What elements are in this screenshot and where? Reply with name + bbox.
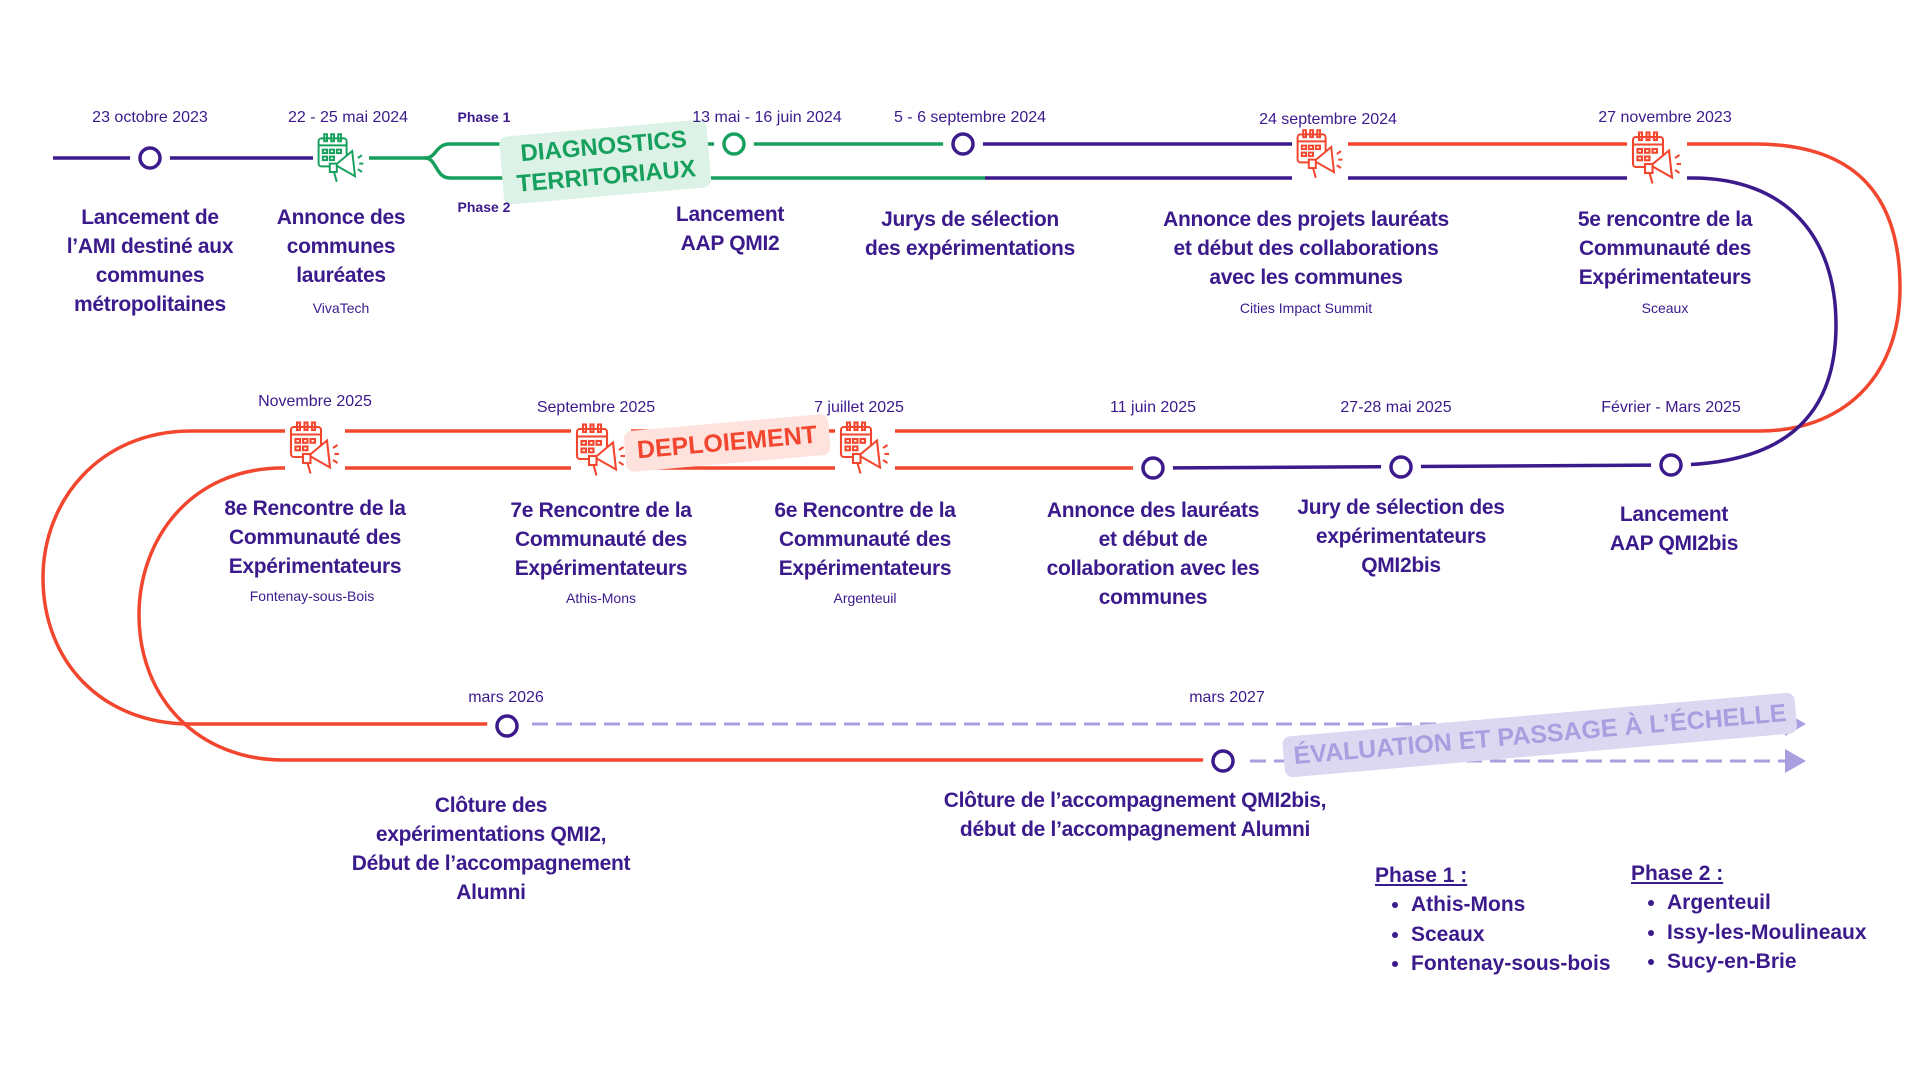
milestone-date: 13 mai - 16 juin 2024	[692, 109, 842, 126]
legend-item: Athis-Mons	[1411, 890, 1611, 920]
milestone-location: Athis-Mons	[565, 590, 637, 606]
milestone-date: mars 2026	[468, 689, 544, 706]
phase-1-label: Phase 1	[457, 109, 511, 125]
legend-item: Issy-les-Moulineaux	[1667, 918, 1867, 948]
legend-phase-1: Phase 1 : Athis-Mons Sceaux Fontenay-sou…	[1375, 864, 1611, 979]
milestone-location: Fontenay-sous-Bois	[249, 588, 375, 604]
calendar-megaphone-icon	[1292, 126, 1348, 182]
calendar-megaphone-icon	[835, 418, 895, 482]
milestone-title: 7e Rencontre de la Communauté des Expéri…	[510, 499, 692, 580]
line-phase2-purple	[1152, 176, 1838, 470]
milestone-circle	[1141, 456, 1165, 480]
milestone-circle	[951, 132, 975, 156]
milestone-date: Février - Mars 2025	[1601, 399, 1741, 416]
milestone-location: Sceaux	[1641, 300, 1689, 316]
milestone-location: VivaTech	[312, 300, 370, 316]
milestone-date: 23 octobre 2023	[92, 109, 208, 126]
milestone-title: Annonce des communes lauréates	[276, 206, 406, 287]
milestone-title: Clôture de l’accompagnement QMI2bis, déb…	[943, 789, 1327, 841]
milestone-location: Argenteuil	[833, 590, 897, 606]
calendar-megaphone-icon	[313, 130, 369, 186]
milestone-title: Lancement AAP QMI2bis	[1609, 503, 1739, 555]
legend-phase-1-title: Phase 1 :	[1375, 864, 1468, 887]
milestone-circle	[138, 146, 162, 170]
milestone-date: 11 juin 2025	[1110, 399, 1196, 416]
milestone-date: 24 septembre 2024	[1259, 111, 1397, 128]
line-phase2-red	[137, 466, 1223, 762]
line-phase2-green	[424, 156, 985, 180]
milestone-circle	[1659, 453, 1683, 477]
calendar-megaphone-icon	[571, 420, 631, 484]
milestone-date: Septembre 2025	[536, 399, 656, 416]
legend-item: Sceaux	[1411, 920, 1611, 950]
milestone-circle	[1389, 455, 1413, 479]
phase-2-label: Phase 2	[457, 199, 511, 215]
milestone-date: mars 2027	[1189, 689, 1265, 706]
milestone-date: 22 - 25 mai 2024	[287, 109, 409, 126]
milestone-date: 27-28 mai 2025	[1340, 399, 1452, 416]
milestone-title: 5e rencontre de la Communauté des Expéri…	[1577, 208, 1753, 289]
milestone-title: Lancement AAP QMI2	[675, 203, 785, 255]
milestone-title: Clôture des expérimentations QMI2, Début…	[351, 794, 631, 904]
milestone-date: 7 juillet 2025	[814, 399, 904, 416]
milestone-title: Lancement de l’AMI destiné aux communes …	[66, 206, 234, 316]
calendar-megaphone-icon	[285, 418, 345, 482]
legend-item: Argenteuil	[1667, 888, 1867, 918]
calendar-megaphone-icon	[1627, 128, 1687, 192]
milestone-title: Annonce des projets lauréats et début de…	[1163, 208, 1449, 289]
milestone-location: Cities Impact Summit	[1239, 300, 1373, 316]
legend-phase-2-title: Phase 2 :	[1631, 862, 1724, 885]
legend-phase-2: Phase 2 : Argenteuil Issy-les-Moulineaux…	[1631, 862, 1867, 977]
milestone-title: Jury de sélection des expérimentateurs Q…	[1297, 496, 1505, 577]
milestone-title: 8e Rencontre de la Communauté des Expéri…	[224, 497, 406, 578]
milestone-title: Annonce des lauréats et début de collabo…	[1046, 499, 1260, 609]
milestone-date: 5 - 6 septembre 2024	[893, 109, 1047, 126]
milestone-title: Jurys de sélection des expérimentations	[865, 208, 1075, 260]
legend-item: Fontenay-sous-bois	[1411, 949, 1611, 979]
milestone-date: 27 novembre 2023	[1598, 109, 1732, 126]
milestone-date: Novembre 2025	[258, 393, 372, 410]
line-phase1-red	[41, 142, 1902, 726]
legend-item: Sucy-en-Brie	[1667, 947, 1867, 977]
milestone-circle	[722, 132, 746, 156]
milestone-title: 6e Rencontre de la Communauté des Expéri…	[774, 499, 956, 580]
milestone-circle	[495, 714, 519, 738]
milestone-circle	[1211, 749, 1235, 773]
